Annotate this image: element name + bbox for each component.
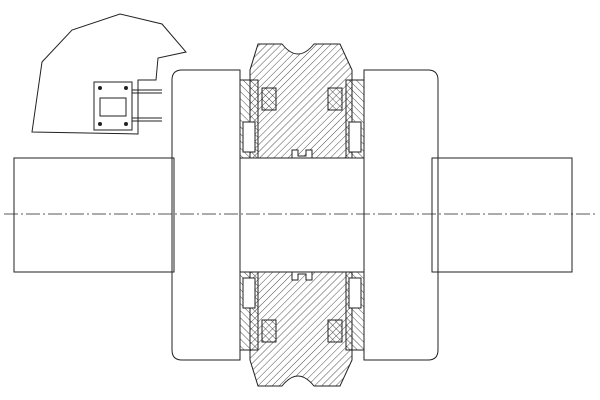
upper-right-pocket bbox=[348, 121, 362, 153]
right-hub bbox=[363, 69, 439, 361]
sensor-bolt-1 bbox=[98, 86, 102, 90]
upper-left-pocket bbox=[242, 121, 256, 153]
lower-disc bbox=[249, 271, 353, 387]
sensor-bracket bbox=[31, 13, 187, 135]
lower-left-pocket bbox=[242, 277, 256, 309]
left-hub bbox=[171, 69, 241, 361]
lower-inner-bearing-right bbox=[327, 319, 343, 343]
sensor-bolt-2 bbox=[124, 86, 128, 90]
upper-inner-bearing-left bbox=[261, 87, 277, 111]
sensor-inner bbox=[99, 97, 127, 117]
right-shaft bbox=[431, 157, 573, 273]
sensor-bolt-4 bbox=[124, 122, 128, 126]
lower-right-pocket bbox=[348, 277, 362, 309]
sensor-bolt-3 bbox=[98, 122, 102, 126]
upper-inner-bearing-right bbox=[327, 87, 343, 111]
left-shaft bbox=[13, 157, 175, 273]
lower-inner-bearing-left bbox=[261, 319, 277, 343]
upper-disc bbox=[249, 43, 353, 159]
